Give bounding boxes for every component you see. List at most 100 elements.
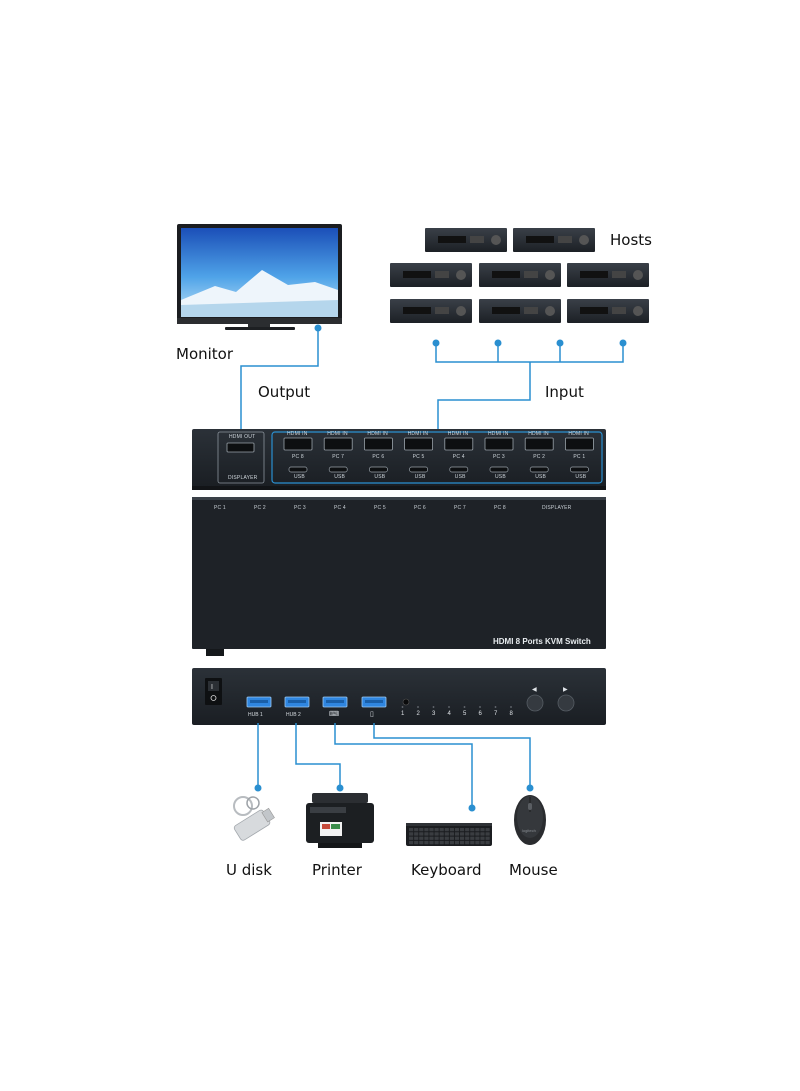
keyboard-key bbox=[460, 832, 465, 836]
keyboard-key bbox=[424, 828, 429, 832]
keyboard-key bbox=[434, 832, 439, 836]
keyboard-key bbox=[480, 840, 485, 845]
hdmi-in-label: HDMI IN bbox=[528, 431, 549, 437]
keyboard-key bbox=[475, 832, 480, 836]
keyboard-key bbox=[424, 832, 429, 836]
usb-a-port-tongue bbox=[250, 700, 268, 703]
keyboard-key bbox=[480, 828, 485, 832]
port-number-label: 5 bbox=[463, 711, 467, 717]
keyboard-key bbox=[414, 836, 419, 840]
mouse-label: Mouse bbox=[509, 861, 558, 879]
u-disk-label: U disk bbox=[226, 861, 272, 879]
usb-b-port bbox=[529, 466, 549, 473]
monitor-label: Monitor bbox=[176, 345, 234, 363]
mouse-icon: logitech bbox=[514, 795, 546, 845]
keyboard-key bbox=[409, 828, 414, 832]
hosts-group bbox=[390, 228, 649, 323]
keyboard-key bbox=[409, 836, 414, 840]
keyboard-key bbox=[424, 836, 429, 840]
top-port-label: PC 1 bbox=[214, 505, 226, 511]
back-panel-ports bbox=[283, 437, 594, 473]
top-port-label: PC 7 bbox=[454, 505, 466, 511]
host-device bbox=[479, 299, 561, 323]
back-port-label: PC 3 bbox=[493, 454, 505, 460]
usb-b-port bbox=[369, 466, 388, 473]
top-port-label: DISPLAYER bbox=[542, 505, 572, 511]
keyboard-key bbox=[429, 828, 434, 832]
keyboard-key bbox=[434, 840, 439, 845]
next-button[interactable] bbox=[557, 694, 575, 712]
back-port-label: PC 6 bbox=[372, 454, 385, 460]
led-indicator bbox=[401, 706, 404, 708]
keyboard-key bbox=[429, 832, 434, 836]
keyboard-key bbox=[434, 836, 439, 840]
keyboard-key bbox=[485, 836, 490, 840]
keyboard-key bbox=[449, 828, 454, 832]
keyboard-key bbox=[414, 828, 419, 832]
host-device bbox=[425, 228, 507, 252]
port-number-label: 7 bbox=[494, 711, 498, 717]
u-disk-icon bbox=[233, 796, 275, 841]
svg-text:I: I bbox=[211, 684, 213, 691]
usb-a-port-tongue bbox=[288, 700, 306, 703]
keyboard-port-icon: ⌨ bbox=[329, 711, 340, 718]
led-indicator bbox=[463, 706, 466, 708]
usb-b-port bbox=[449, 466, 469, 473]
hdmi-in-label: HDMI IN bbox=[327, 431, 348, 437]
keyboard-key bbox=[485, 832, 490, 836]
host-device bbox=[567, 299, 649, 323]
printer-icon bbox=[306, 793, 374, 848]
usb-label: USB bbox=[575, 474, 587, 480]
prev-button[interactable] bbox=[526, 694, 544, 712]
hdmi-in-port bbox=[363, 437, 393, 451]
usb-a-port-tongue bbox=[365, 700, 383, 703]
keyboard-key bbox=[444, 840, 449, 845]
host-device bbox=[390, 299, 472, 323]
keyboard-key bbox=[465, 836, 470, 840]
hdmi-in-port bbox=[484, 437, 514, 451]
keyboard-key bbox=[470, 840, 475, 845]
prev-arrow-label: ◀ bbox=[532, 687, 537, 693]
top-port-label: PC 3 bbox=[294, 505, 306, 511]
keyboard-key bbox=[465, 840, 470, 845]
next-arrow-label: ▶ bbox=[563, 687, 568, 693]
connector-dot bbox=[336, 784, 344, 792]
mouse-port-icon: ▯ bbox=[370, 711, 374, 718]
led-indicator bbox=[494, 706, 497, 708]
kvm-front-panel: I bbox=[192, 668, 606, 725]
hdmi-in-label: HDMI IN bbox=[367, 431, 388, 437]
keyboard-key bbox=[444, 832, 449, 836]
connector-dot bbox=[556, 339, 564, 347]
port-number-label: 2 bbox=[416, 711, 420, 717]
hdmi-in-port bbox=[444, 437, 474, 451]
port-number-label: 4 bbox=[447, 711, 451, 717]
hdmi-in-label: HDMI IN bbox=[568, 431, 589, 437]
hdmi-in-port bbox=[565, 437, 594, 451]
connector-dot bbox=[432, 339, 440, 347]
back-port-label: PC 8 bbox=[292, 454, 304, 460]
input-label: Input bbox=[545, 383, 584, 401]
keyboard-key bbox=[485, 828, 490, 832]
keyboard-key bbox=[419, 828, 424, 832]
usb-label: USB bbox=[495, 474, 506, 480]
keyboard-key bbox=[465, 832, 470, 836]
led-indicator bbox=[448, 706, 450, 708]
keyboard-key bbox=[449, 836, 454, 840]
svg-text:logitech: logitech bbox=[522, 828, 536, 833]
usb-label: USB bbox=[414, 474, 426, 480]
output-label: Output bbox=[258, 383, 311, 401]
keyboard-key bbox=[409, 832, 414, 836]
hdmi-in-port bbox=[404, 437, 434, 451]
keyboard-label: Keyboard bbox=[411, 861, 482, 879]
keyboard-key bbox=[419, 836, 424, 840]
keyboard-key bbox=[454, 836, 460, 840]
hub1-label: HUB 1 bbox=[248, 712, 263, 718]
connector-dot bbox=[526, 784, 534, 792]
back-port-label: PC 1 bbox=[573, 454, 586, 460]
hdmi-in-label: HDMI IN bbox=[407, 431, 429, 437]
keyboard-key bbox=[470, 832, 475, 836]
keyboard-key bbox=[444, 836, 449, 840]
keyboard-key bbox=[429, 836, 434, 840]
keyboard-key bbox=[424, 840, 429, 845]
output-connector bbox=[240, 328, 319, 432]
